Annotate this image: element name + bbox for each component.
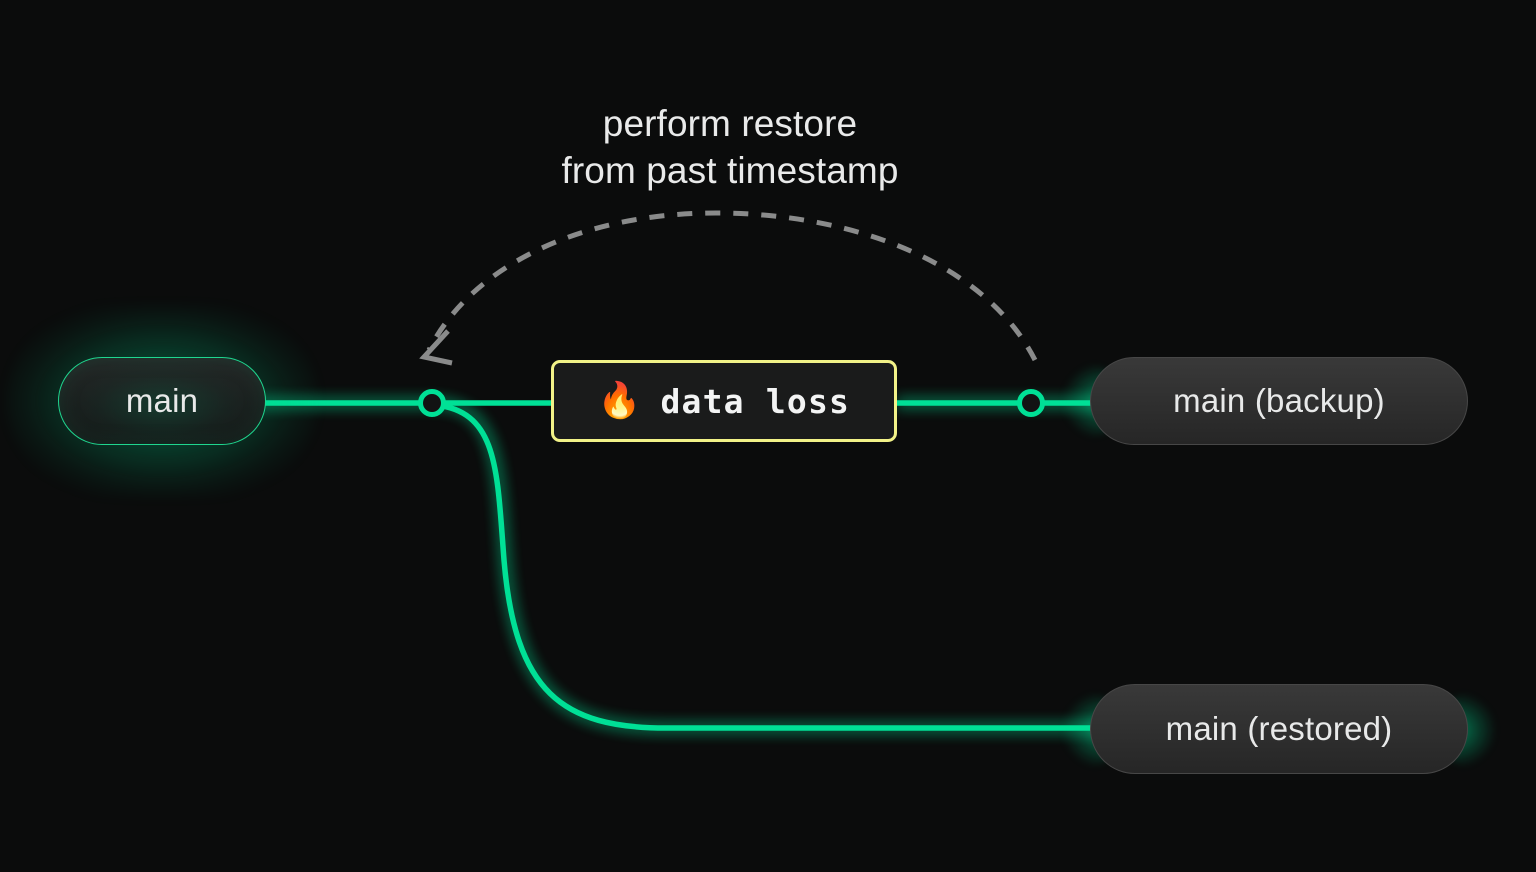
data-loss-badge[interactable]: 🔥 data loss [551,360,897,442]
data-loss-label: data loss [660,381,851,421]
backup-point-node[interactable] [1017,389,1045,417]
backup-pill-body: main (backup) [1090,357,1468,445]
restored-pill-body: main (restored) [1090,684,1468,774]
main-pill-body: main [58,357,266,445]
edge-branch-point-to-restored [433,402,1103,731]
fire-icon: 🔥 [597,380,642,420]
node-main-restored-label: main (restored) [1165,710,1393,747]
branch-point-node[interactable] [418,389,446,417]
restore-arc-dashed [426,210,1038,362]
restore-arc-arrowhead-icon [419,329,453,366]
node-main-backup-label: main (backup) [1173,382,1385,419]
diagram-caption: perform restore from past timestamp [561,103,899,191]
node-main-label: main [125,382,199,419]
